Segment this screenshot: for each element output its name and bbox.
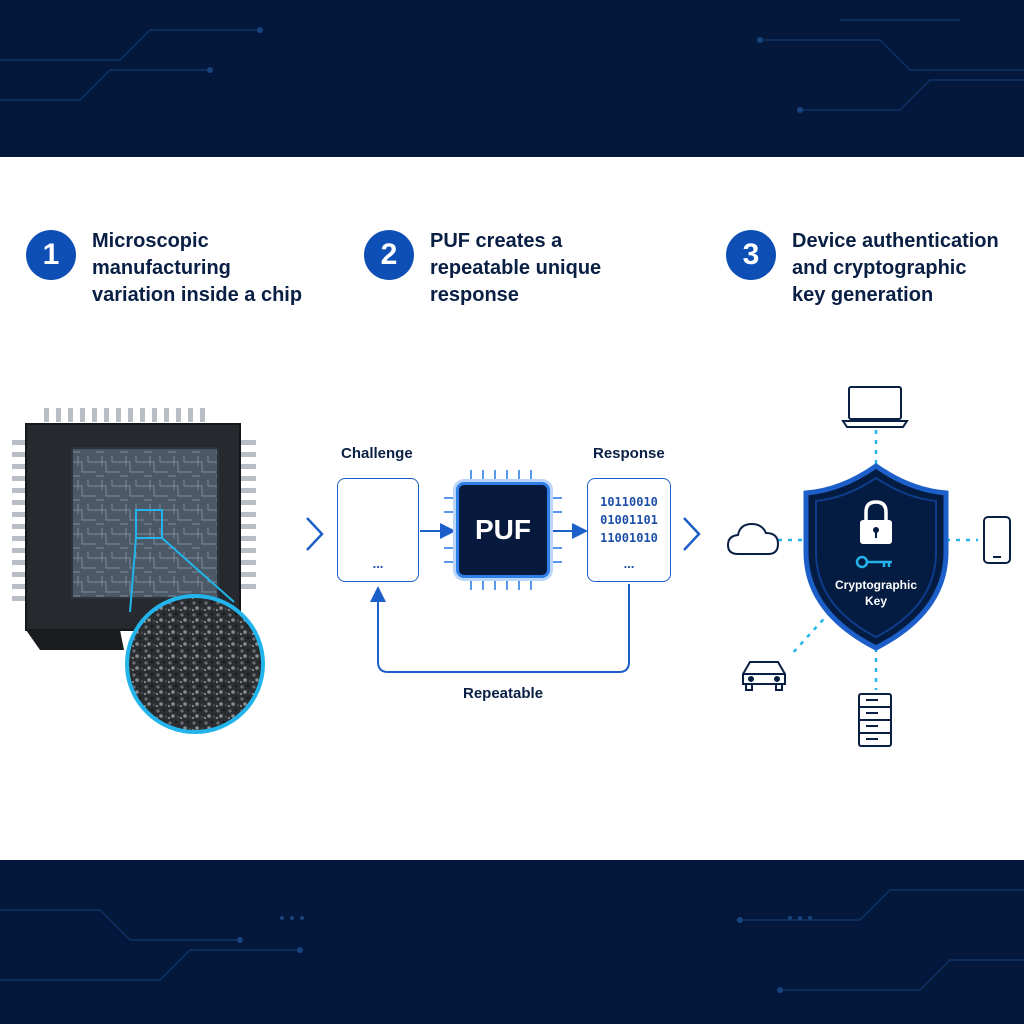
response-bit-row: 01001101 [600,513,658,527]
response-label: Response [593,445,665,462]
chevron-right-icon [306,517,324,551]
step-number-badge: 1 [26,230,76,280]
response-bit-row: 10110010 [600,495,658,509]
response-box: 10110010 01001101 11001010 ... [587,478,671,582]
cloud-icon [726,522,780,555]
step-heading: PUF creates a repeatable unique response [430,230,602,306]
puf-chip-pins [444,470,562,590]
step-number-badge: 3 [726,230,776,280]
response-ellipsis: ... [623,556,635,571]
microchip-illustration [12,408,265,734]
step-2: 2 PUF creates a repeatable unique respon… [364,228,601,309]
padlock-icon [860,500,892,544]
step-number-badge: 2 [364,230,414,280]
cryptographic-key-label: Cryptographic Key [820,577,932,609]
smartphone-icon [983,516,1011,564]
response-bits: 10110010 01001101 11001010 [588,493,670,547]
car-icon [742,661,786,691]
challenge-box: ... [337,478,419,582]
repeatable-loop-arrow [370,584,630,673]
circuit-traces [0,19,1024,113]
circuit-traces [0,889,1024,993]
challenge-label: Challenge [341,445,413,462]
footer-band [0,860,1024,1024]
challenge-ellipsis: ... [372,556,384,571]
step-1: 1 Microscopic manufacturing variation in… [26,228,302,309]
shield-icon [803,462,949,651]
key-icon [855,555,892,569]
response-bit-row: 11001010 [600,531,658,545]
key-label-line: Key [864,594,887,608]
step-heading: Microscopic manufacturing variation insi… [92,230,303,306]
header-band [0,0,1024,157]
key-label-line: Cryptographic [834,578,917,592]
repeatable-label: Repeatable [463,685,544,702]
puf-chip: PUF [456,482,550,578]
laptop-icon [841,386,909,428]
server-icon [858,693,892,747]
step-heading: Device authentication and cryptographic … [792,230,999,306]
step-3: 3 Device authentication and cryptographi… [726,228,999,309]
chevron-right-icon [683,517,701,551]
